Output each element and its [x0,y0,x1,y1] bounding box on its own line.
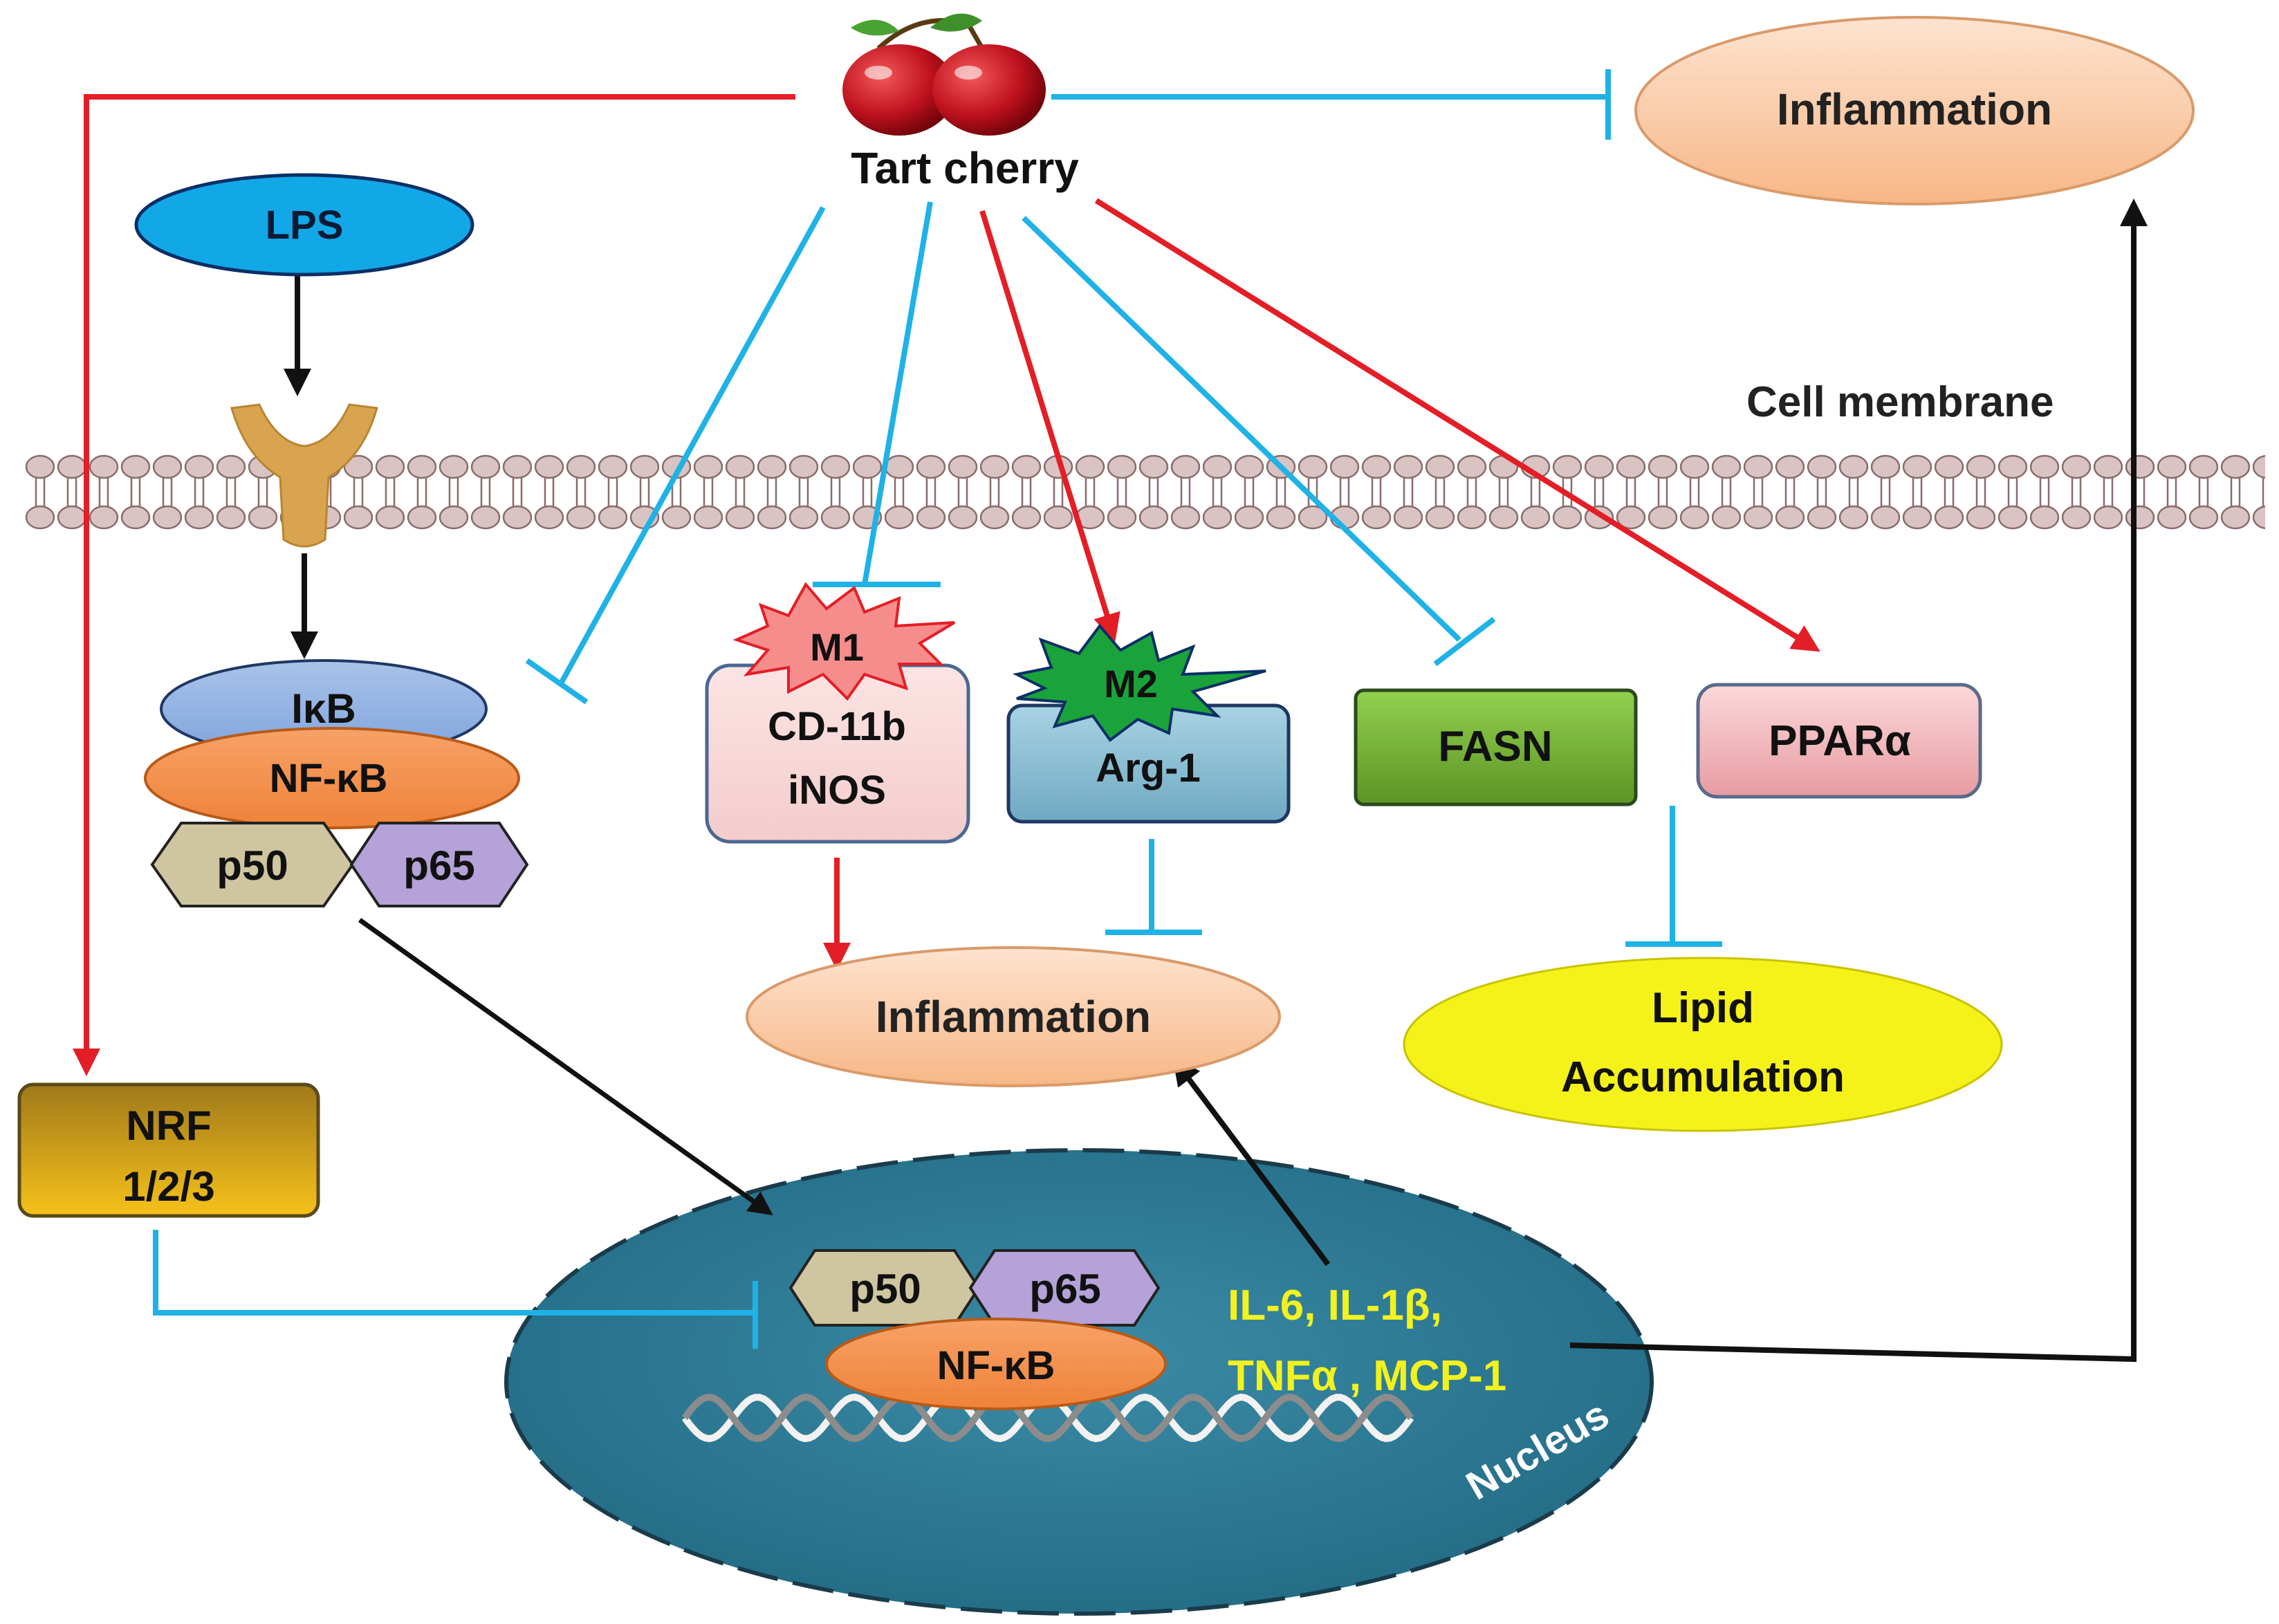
m2-line1-label: Arg-1 [1096,746,1200,791]
p65-cyto-label: p65 [403,842,474,889]
inflammation-mid-node: Inflammation [746,946,1281,1087]
m2-label: M2 [1104,662,1158,705]
cherry-activates-m2 [979,210,1120,642]
m1-line1-label: CD-11b [768,704,906,749]
p65-cyto-shape [349,822,529,907]
cherry-activates-ppar [1094,198,1820,652]
cytokines-to-top-inflammation-arrow [1569,199,2148,1363]
receptor-icon [230,403,378,548]
inflammation-top-label: Inflammation [1777,84,2052,134]
ppar-label: PPARα [1769,717,1911,765]
p50-cyto-label: p50 [216,842,288,889]
cherry-to-nrf-arrow [73,94,795,1076]
inflammation-top-node: Inflammation [1634,16,2195,205]
lipid-line2-label: Accumulation [1561,1053,1845,1101]
cherry-inhibits-inflammation [1051,69,1611,140]
cherry-inhibits-m1 [813,201,941,587]
nfkb-cyto-label: NF-κB [270,756,388,801]
cell-membrane-label: Cell membrane [1746,378,2054,426]
m1-label: M1 [810,625,864,669]
p65-nuc-shape [968,1249,1161,1327]
m2-inhibits-inflammation [1105,839,1202,935]
cherry-inhibits-fasn [1022,216,1496,667]
p50-cyto-shape [150,822,355,907]
lipid-accumulation-node: Lipid Accumulation [1403,957,2003,1132]
cytokines-to-inflammation-arrow [1172,1057,1331,1266]
nfkb-translocation-arrow [358,918,773,1216]
cytokines-line2-label: TNFα , MCP-1 [1228,1352,1506,1400]
cherry-icon [842,13,1046,136]
inflammation-mid-label: Inflammation [876,992,1151,1042]
ppar-inhibits-lipid [1625,806,1722,947]
cytoplasm-nfkb-complex: IκB NF-κB p50 p65 [144,659,529,907]
m1-line2-label: iNOS [788,768,886,813]
cherry-inhibits-nfkb [525,206,826,705]
ppar-node: PPARα [1696,683,1982,799]
fasn-node: FASN [1354,688,1638,806]
cytokines-line1-label: IL-6, IL-1β, [1228,1282,1442,1329]
p65-nuc-label: p65 [1029,1266,1100,1312]
nrf-node: NRF 1/2/3 [17,1082,320,1218]
lps-node: LPS [134,173,474,277]
nuclear-nfkb-complex: p50 p65 NF-κB [788,1249,1167,1410]
cell-membrane [24,453,2265,531]
m1-burst-icon [732,582,956,701]
tart-cherry-label: Tart cherry [851,143,1079,193]
m1-node: M1 CD-11b iNOS [705,582,970,844]
m2-burst-icon [1012,623,1266,742]
nfkb-nuc-label: NF-κB [937,1343,1055,1388]
nrf-inhibits-nuclear-nfkb [153,1230,758,1349]
ikb-label: IκB [291,685,356,732]
fasn-label: FASN [1438,723,1552,771]
m2-node: M2 Arg-1 [1006,623,1291,824]
p50-nuc-label: p50 [849,1266,921,1312]
lps-label: LPS [266,203,344,248]
lipid-line1-label: Lipid [1652,984,1754,1032]
nrf-line2-label: 1/2/3 [122,1163,214,1210]
nrf-line1-label: NRF [126,1102,211,1149]
